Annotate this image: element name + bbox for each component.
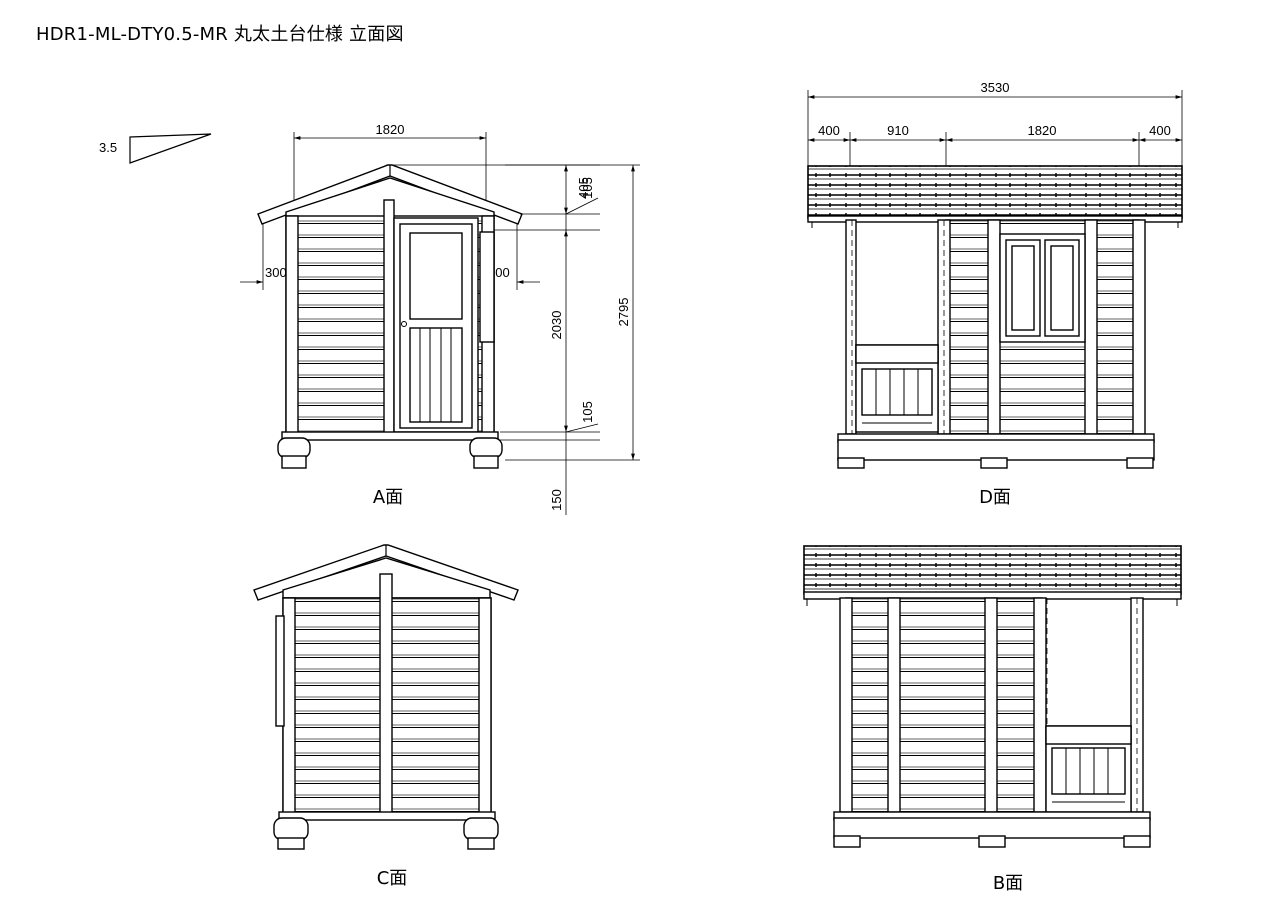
elevation-c: C面 (253, 544, 519, 889)
dim-log-base: 150 (549, 489, 564, 511)
elevation-b: B面 (803, 545, 1182, 894)
elevation-a: 3.5 1820 300 300 (99, 122, 640, 515)
dim-porch-d: 910 (887, 123, 909, 138)
dim-roof-rise: 405 (576, 177, 591, 199)
roof-fascia (807, 165, 1183, 219)
roof-pitch-symbol (129, 133, 212, 164)
log-foundation (277, 437, 311, 459)
log-foundation (273, 817, 309, 841)
dim-width-a: 1820 (376, 122, 405, 137)
dim-sill: 105 (580, 401, 595, 423)
drawing-title: HDR1-ML-DTY0.5-MR 丸太土台仕様 立面図 (36, 24, 404, 45)
dim-body-d: 1820 (1028, 123, 1057, 138)
dim-top-plate: 105 (580, 177, 595, 199)
log-foundation (463, 817, 499, 841)
door-window (409, 232, 463, 320)
roof-pitch-label: 3.5 (99, 140, 117, 155)
view-label-d: D面 (979, 487, 1011, 508)
dim-overall-d: 3530 (981, 80, 1010, 95)
view-label-a: A面 (373, 487, 403, 508)
dim-left-eave: 300 (265, 265, 287, 280)
dim-wall-height: 2030 (549, 311, 564, 340)
dim-total-height: 2795 (616, 298, 631, 327)
log-foundation (469, 437, 503, 459)
dim-right-overhang-d: 400 (1149, 123, 1171, 138)
view-label-b: B面 (993, 873, 1023, 894)
roof-fascia (803, 545, 1182, 595)
door-knob (401, 321, 407, 327)
dim-left-overhang-d: 400 (818, 123, 840, 138)
view-label-c: C面 (377, 868, 408, 889)
elevation-d: 3530 400 910 1820 400 (807, 80, 1183, 508)
wall-siding (845, 597, 1043, 813)
